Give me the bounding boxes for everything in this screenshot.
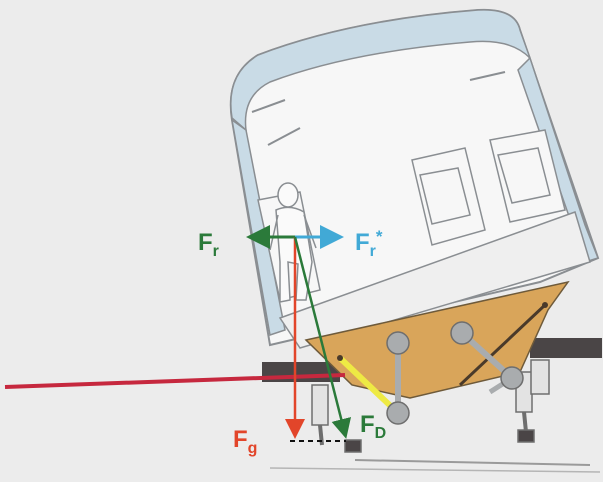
tilt-link-yellow: [337, 355, 401, 416]
force-fd-arrow: [293, 236, 352, 439]
bogie-frame: [304, 280, 570, 425]
label-fr: Fr: [198, 229, 219, 260]
car-floor: [278, 211, 591, 349]
label-fg: Fg: [233, 426, 257, 457]
label-fr-star: Fr*: [355, 227, 383, 260]
track-beam-right: [530, 338, 602, 358]
force-vectors: [246, 225, 352, 442]
car-body: [229, 8, 600, 349]
right-window-band: [517, 56, 599, 263]
label-fd: FD: [360, 411, 386, 442]
rail-reference-line: [4, 373, 346, 389]
suspension-legs: [311, 359, 550, 453]
roof-band: [230, 9, 531, 132]
